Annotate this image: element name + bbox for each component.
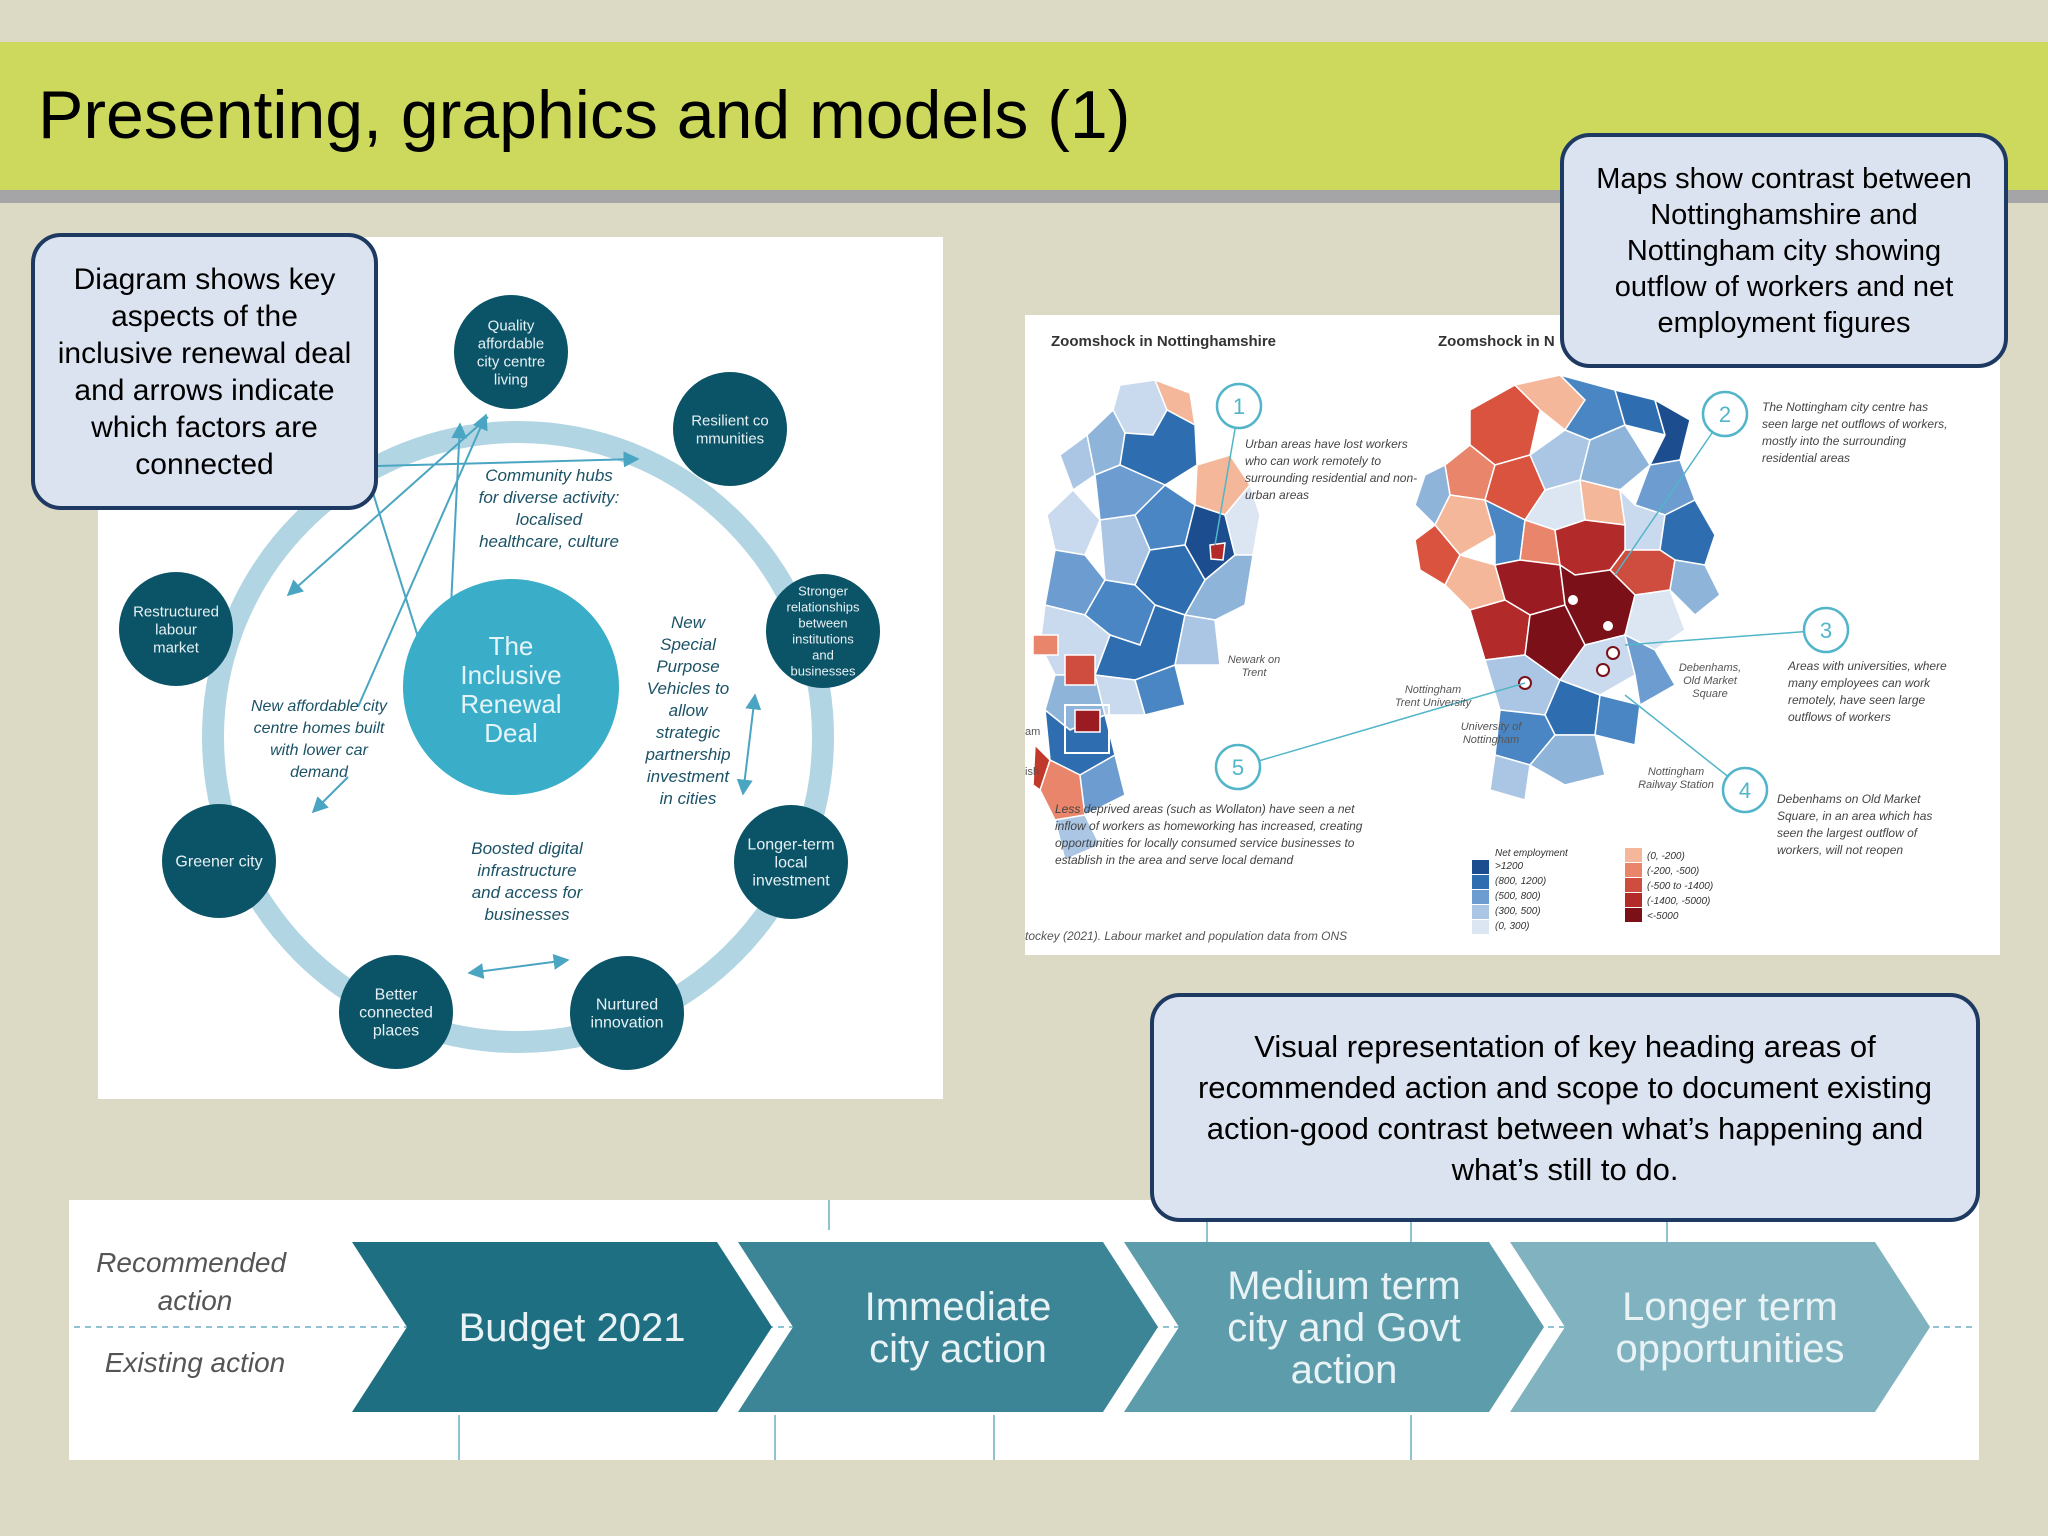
action-roadmap-svg: Recommended action Existing action Budge… [74,1200,1974,1460]
svg-text:4: 4 [1739,778,1751,803]
title-divider [0,190,2048,203]
maps-callout: Maps show contrast between Nottinghamshi… [1560,133,2008,368]
svg-text:2: 2 [1719,402,1731,427]
map-marker-3: 3 [1624,606,1850,654]
legend-item: (0, 300) [1495,921,1529,932]
svg-text:5: 5 [1232,755,1244,780]
diagram-callout: Diagram shows key aspects of the inclusi… [31,233,378,510]
map-title-nottinghamshire: Zoomshock in Nottinghamshire [1051,333,1276,350]
row-label-recommended: Recommended action [96,1247,294,1316]
visual-callout: Visual representation of key heading are… [1150,993,1980,1222]
cycle-ring [202,421,834,1053]
legend-item: (-200, -500) [1647,866,1699,877]
legend-item: (300, 500) [1495,906,1541,917]
zoomshock-maps: Zoomshock in Nottinghamshire Zoomshock i… [1025,315,2000,955]
map-title-nottingham: Zoomshock in N [1438,333,1555,350]
row-label-existing: Existing action [105,1347,286,1378]
action-roadmap: Recommended action Existing action Budge… [69,1200,1979,1460]
legend-item: (500, 800) [1495,891,1541,902]
legend-item: (-500 to -1400) [1647,881,1713,892]
map-marker-4: 4 [1624,694,1769,814]
legend-item: (-1400, -5000) [1647,896,1710,907]
map-marker-1: 1 [1214,382,1263,546]
map-note-n5: Less deprived areas (such as Wollaton) h… [1055,802,1363,867]
map-marker-2: 2 [1614,390,1749,576]
legend-item: (800, 1200) [1495,876,1546,887]
cycle-node: Greener city [162,804,276,918]
roadmap-stage-label: Budget 2021 [459,1306,686,1350]
svg-text:3: 3 [1820,618,1832,643]
map-source: tockey (2021). Labour market and populat… [1025,929,1347,943]
nottingham-city-map [1414,373,1721,801]
svg-text:1: 1 [1233,394,1245,419]
map-marker-5: 5 [1214,682,1526,791]
place-label-cut: am [1025,726,1040,738]
zoomshock-maps-svg: Zoomshock in Nottinghamshire Zoomshock i… [1025,333,1947,943]
slide-title: Presenting, graphics and models (1) [38,77,1131,153]
cycle-node-label: Greener city [175,854,262,871]
city-inset-marker [1064,704,1110,754]
roadmap-stage: Budget 2021 [352,1242,772,1412]
map-legend: Net employment>1200 (800, 1200) (500, 800)… [1472,848,1713,934]
legend-item: (0, -200) [1647,851,1685,862]
place-label-cut2: ish [1025,766,1039,778]
legend-title: Net employment>1200 [1495,848,1569,872]
legend-item: <-5000 [1647,911,1679,922]
nottinghamshire-map [1032,378,1261,862]
